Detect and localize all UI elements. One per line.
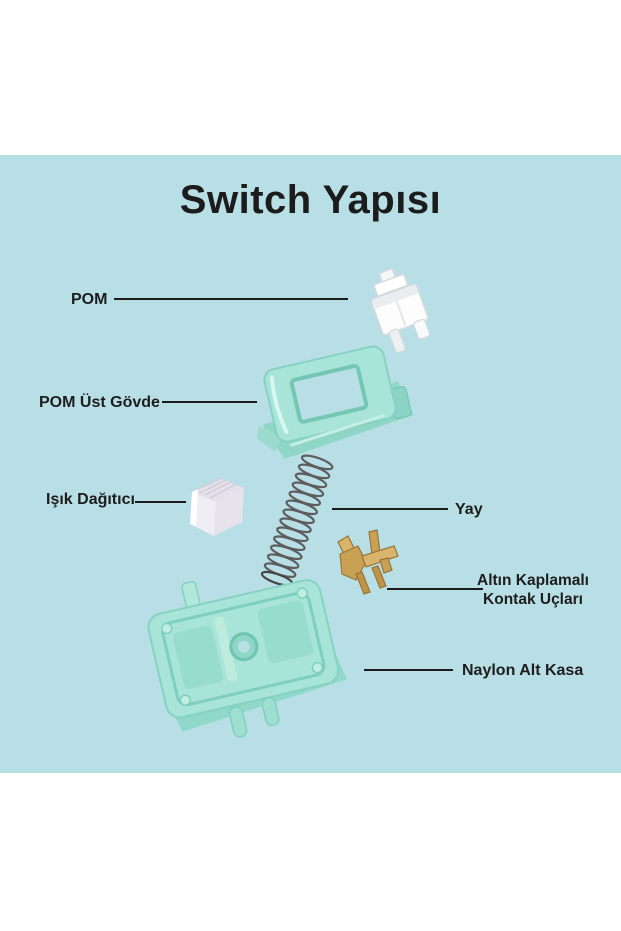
contacts-label-line2: Kontak Uçları: [483, 591, 583, 608]
stem-illustration: [370, 268, 431, 354]
diffuser-leader-line: [135, 501, 186, 503]
top-housing-leader-line: [162, 401, 257, 403]
stem-label: POM: [71, 291, 108, 308]
bottom-case-leader-line: [364, 669, 453, 671]
bottom-case-part: [147, 579, 347, 738]
gold-contacts-illustration: [337, 529, 399, 595]
diffuser-label: Işık Dağıtıcı: [46, 491, 135, 508]
bottom-case-label: Naylon Alt Kasa: [462, 662, 584, 679]
spring-illustration: [260, 454, 334, 587]
top-housing-label: POM Üst Gövde: [39, 394, 160, 411]
spring-leader-line: [332, 508, 448, 510]
gold-contacts-part: [337, 529, 399, 595]
top-housing-part: [257, 345, 414, 460]
light-diffuser-part: [190, 477, 244, 536]
contacts-label: Altın Kaplamalı Kontak Uçları: [463, 571, 603, 609]
contacts-leader-line: [387, 588, 483, 590]
stem-leader-line: [114, 298, 348, 300]
light-diffuser-illustration: [190, 477, 244, 536]
page-title: Switch Yapısı: [179, 178, 442, 222]
bottom-case-illustration: [147, 579, 347, 738]
contacts-label-line1: Altın Kaplamalı: [477, 572, 589, 589]
stem-part: [370, 268, 431, 354]
spring-label: Yay: [455, 501, 483, 518]
top-housing-illustration: [257, 345, 414, 460]
spring-part: [260, 454, 334, 587]
